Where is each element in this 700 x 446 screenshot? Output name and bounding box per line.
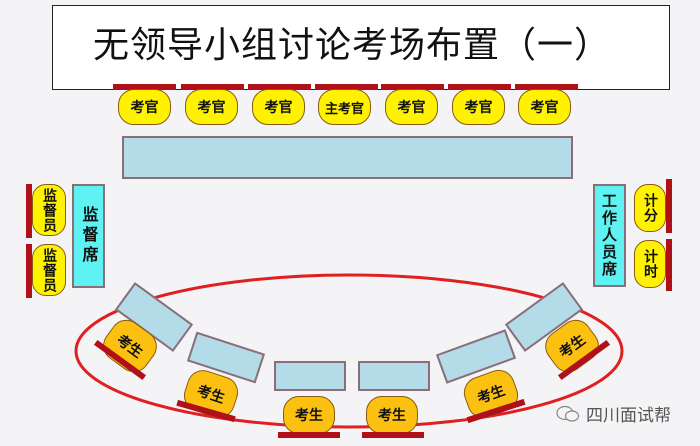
examiner-seat: 考官 bbox=[252, 89, 305, 125]
examiner-seat: 考官 bbox=[518, 89, 571, 125]
staff-desk: 工作人员席 bbox=[593, 184, 626, 287]
supervisor-seat: 监督员 bbox=[32, 184, 66, 236]
scorer-seat: 计分 bbox=[634, 184, 666, 232]
examiner-label: 考官 bbox=[264, 100, 293, 116]
examiner-label: 考官 bbox=[464, 100, 493, 116]
staff-desk-label: 工作人员席 bbox=[600, 193, 618, 278]
candidate-table bbox=[358, 361, 430, 391]
watermark: 四川面试帮 bbox=[556, 401, 671, 426]
scorer-label: 计分 bbox=[642, 193, 658, 223]
examiner-label: 考官 bbox=[197, 100, 226, 116]
timer-bar bbox=[666, 239, 672, 291]
wechat-icon bbox=[556, 405, 580, 422]
candidate-label: 考生 bbox=[378, 408, 406, 424]
examiner-table bbox=[122, 136, 573, 179]
supervisor-seat: 监督员 bbox=[32, 244, 66, 296]
examiner-bar bbox=[448, 84, 511, 90]
chief-examiner-seat: 主考官 bbox=[318, 89, 371, 125]
candidate-label: 考生 bbox=[475, 382, 508, 408]
examiner-label: 考官 bbox=[130, 100, 159, 116]
candidate-seat: 考生 bbox=[366, 396, 418, 434]
scorer-bar bbox=[666, 179, 672, 233]
examiner-bar bbox=[515, 84, 578, 90]
candidate-bar bbox=[362, 432, 424, 438]
timer-seat: 计时 bbox=[634, 240, 666, 288]
examiner-label: 考官 bbox=[530, 100, 559, 116]
title-box: 无领导小组讨论考场布置（一） bbox=[52, 5, 670, 90]
examiner-bar bbox=[315, 84, 378, 90]
supervisor-desk-label: 监督席 bbox=[79, 206, 99, 266]
examiner-label: 考官 bbox=[397, 100, 426, 116]
watermark-text: 四川面试帮 bbox=[586, 406, 671, 426]
examiner-seat: 考官 bbox=[452, 89, 505, 125]
candidate-bar bbox=[278, 432, 340, 438]
examiner-seat: 考官 bbox=[118, 89, 171, 125]
timer-label: 计时 bbox=[642, 249, 658, 279]
examiner-seat: 考官 bbox=[185, 89, 238, 125]
candidate-label: 考生 bbox=[295, 408, 323, 424]
examiner-label: 主考官 bbox=[324, 101, 364, 117]
examiner-seat: 考官 bbox=[385, 89, 438, 125]
candidate-seat: 考生 bbox=[283, 396, 335, 434]
supervisor-label: 监督员 bbox=[41, 187, 57, 233]
examiner-bar bbox=[181, 84, 244, 90]
supervisor-bar bbox=[26, 244, 32, 298]
examiner-bar bbox=[381, 84, 444, 90]
supervisor-desk: 监督席 bbox=[72, 184, 105, 288]
page-title: 无领导小组讨论考场布置（一） bbox=[93, 25, 612, 66]
supervisor-bar bbox=[26, 184, 32, 238]
examiner-bar bbox=[113, 84, 176, 90]
candidate-table bbox=[274, 361, 346, 391]
candidate-label: 考生 bbox=[194, 383, 227, 407]
supervisor-label: 监督员 bbox=[41, 247, 57, 293]
examiner-bar bbox=[248, 84, 311, 90]
